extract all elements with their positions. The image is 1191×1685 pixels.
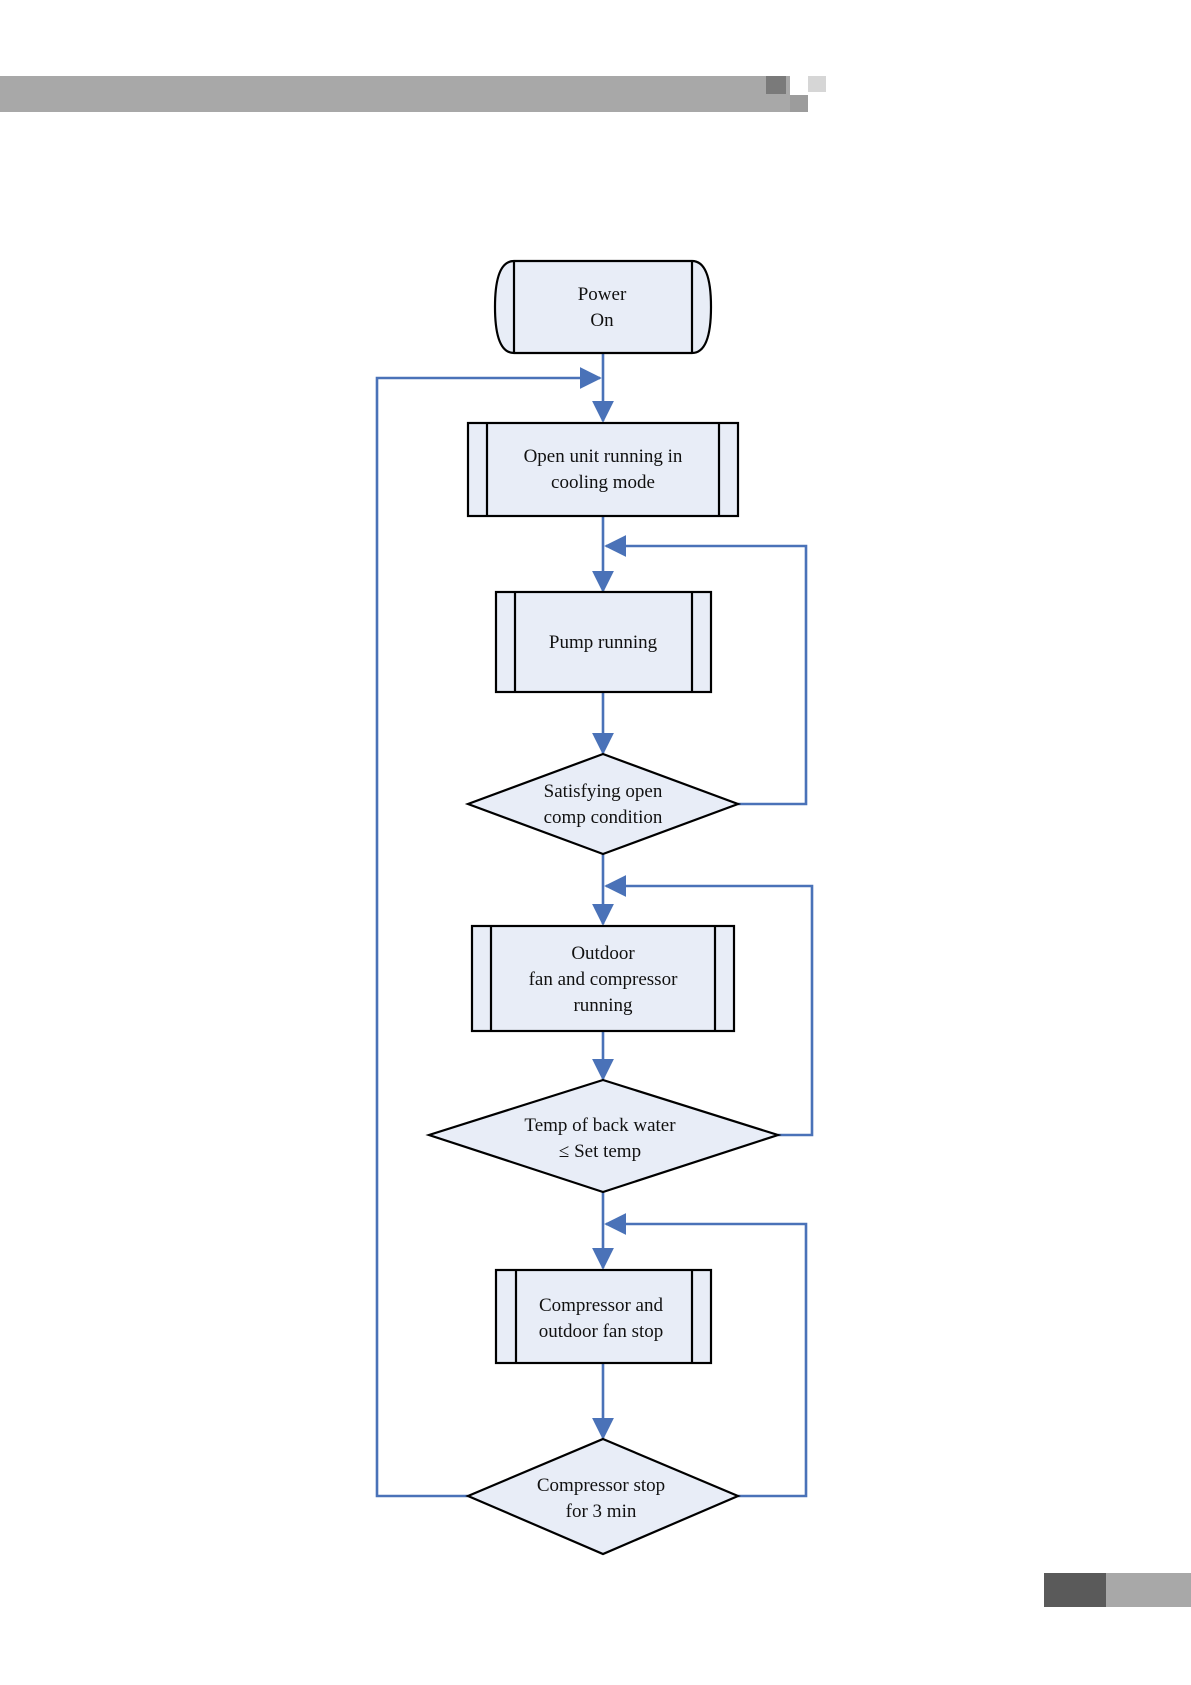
header-square-mid xyxy=(790,95,808,112)
header-bar xyxy=(0,76,790,112)
node-label-line: running xyxy=(573,995,633,1016)
node-label-line: Open unit running in xyxy=(524,446,683,467)
decision-stop-3min: Compressor stop for 3 min xyxy=(468,1439,738,1554)
node-label-line: Temp of back water xyxy=(524,1115,676,1136)
footer-block-dark xyxy=(1044,1573,1106,1607)
node-label-line: fan and compressor xyxy=(529,969,678,990)
decision-back-water: Temp of back water ≤ Set temp xyxy=(429,1080,778,1192)
node-label-line: Satisfying open xyxy=(544,781,663,802)
footer-block-light xyxy=(1106,1573,1191,1607)
node-label-line: On xyxy=(590,310,614,331)
node-label-line: Compressor and xyxy=(539,1295,664,1316)
node-label-line: outdoor fan stop xyxy=(539,1321,664,1342)
header-square-dark xyxy=(766,76,786,94)
node-label-line: Pump running xyxy=(549,632,658,653)
node-label-line: Compressor stop xyxy=(537,1475,665,1496)
process-open-unit: Open unit running in cooling mode xyxy=(468,423,738,516)
node-label-line: cooling mode xyxy=(551,472,655,493)
node-label-line: Outdoor xyxy=(571,943,635,964)
decision-comp-condition: Satisfying open comp condition xyxy=(468,754,738,854)
svg-text:Pump running: Pump running xyxy=(549,632,658,653)
header-square-light xyxy=(808,76,826,92)
node-label-line: Power xyxy=(578,284,627,305)
process-compressor-stop: Compressor and outdoor fan stop xyxy=(496,1270,711,1363)
node-label-line: comp condition xyxy=(544,807,663,828)
node-label-line: ≤ Set temp xyxy=(559,1141,641,1162)
node-label-line: for 3 min xyxy=(566,1501,637,1522)
process-pump-running: Pump running xyxy=(496,592,711,692)
process-fan-compressor: Outdoor fan and compressor running xyxy=(472,926,734,1031)
